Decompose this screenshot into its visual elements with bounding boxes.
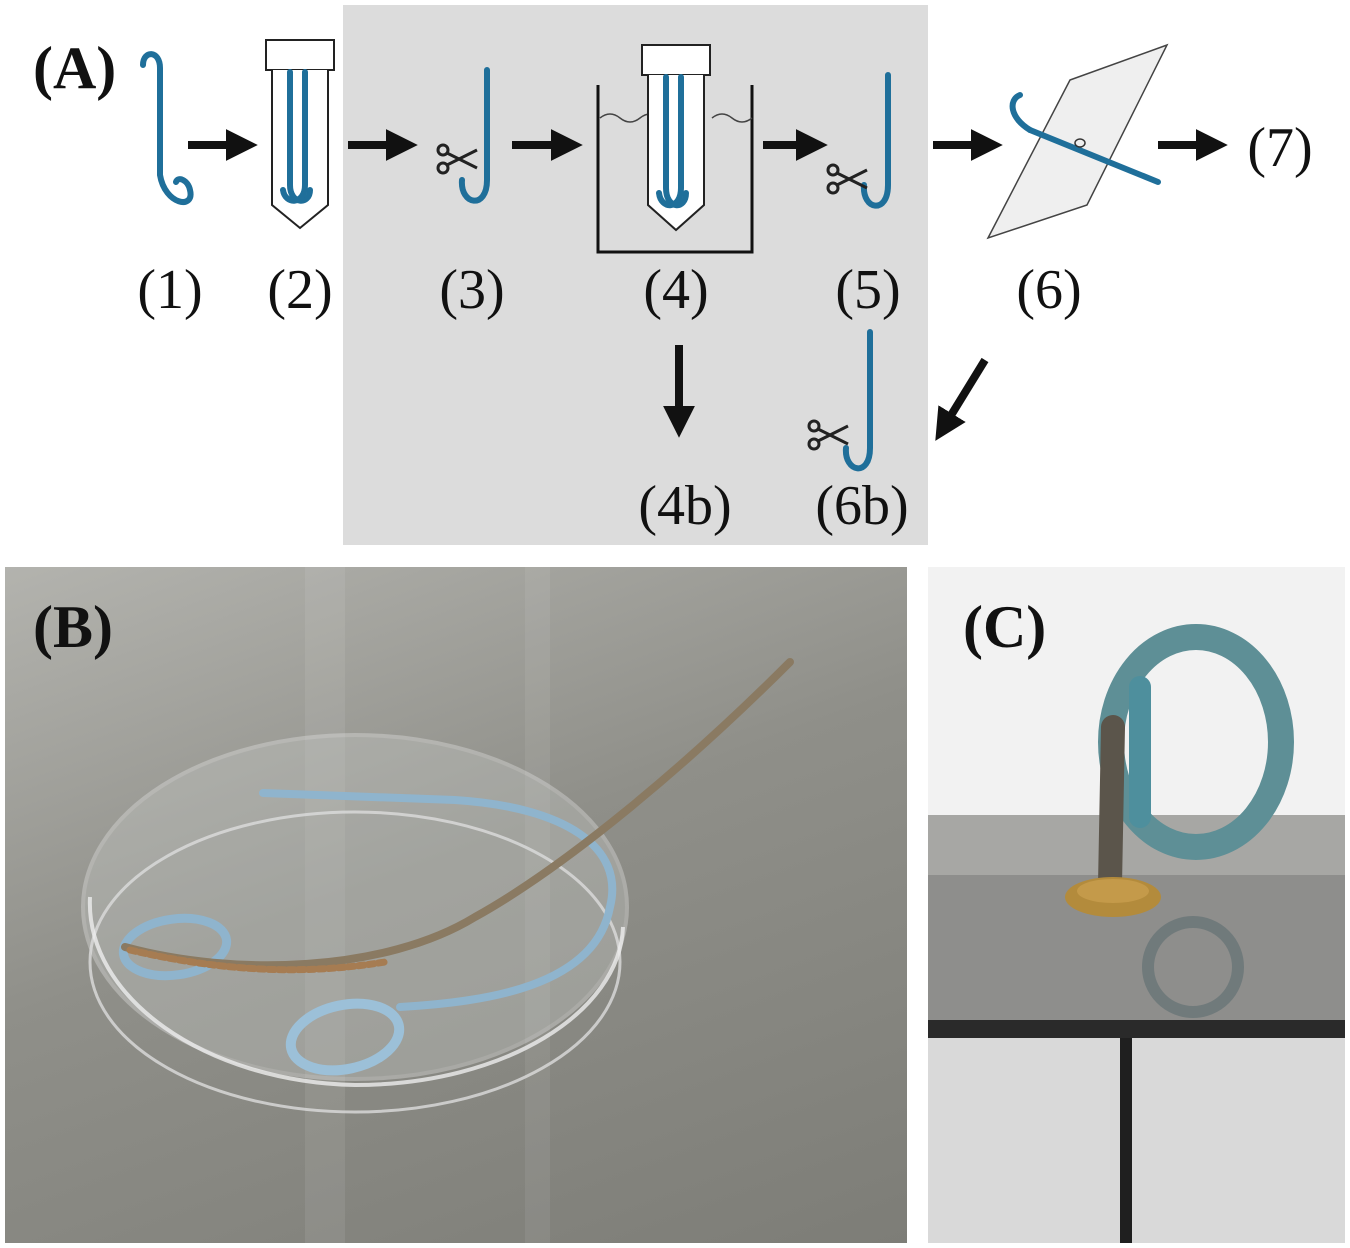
stent-on-plate-photo xyxy=(928,624,1345,1243)
stent-1-icon xyxy=(140,51,194,205)
stent-6b-icon xyxy=(842,329,873,472)
beaker-icon xyxy=(596,44,754,254)
panel-a-schematic xyxy=(140,5,1228,545)
step-label-4b: (4b) xyxy=(638,475,732,537)
arrow-6-6b xyxy=(935,357,989,441)
step-label-1: (1) xyxy=(137,259,203,321)
step-label-5: (5) xyxy=(835,259,901,321)
panel-b-photo xyxy=(5,567,907,1243)
panel-label-a: (A) xyxy=(33,35,117,101)
step-label-7: (7) xyxy=(1247,117,1313,179)
step-label-4: (4) xyxy=(643,259,709,321)
scissors-icon xyxy=(436,143,478,175)
stent-3-icon xyxy=(458,67,490,204)
panel-label-b: (B) xyxy=(33,594,113,660)
panel-label-c: (C) xyxy=(963,594,1047,660)
plate-icon xyxy=(986,43,1169,240)
step-label-2: (2) xyxy=(267,259,333,321)
panel-c-photo xyxy=(928,567,1345,1243)
step-label-6: (6) xyxy=(1016,259,1082,321)
step-label-3: (3) xyxy=(439,259,505,321)
scissors-icon xyxy=(826,163,868,195)
stent-5-icon xyxy=(860,72,891,209)
tube-icon xyxy=(265,39,335,230)
petri-dish-photo xyxy=(81,567,794,1243)
scissors-icon xyxy=(807,419,849,451)
highlight-region xyxy=(343,5,928,545)
step-label-6b: (6b) xyxy=(815,475,909,537)
